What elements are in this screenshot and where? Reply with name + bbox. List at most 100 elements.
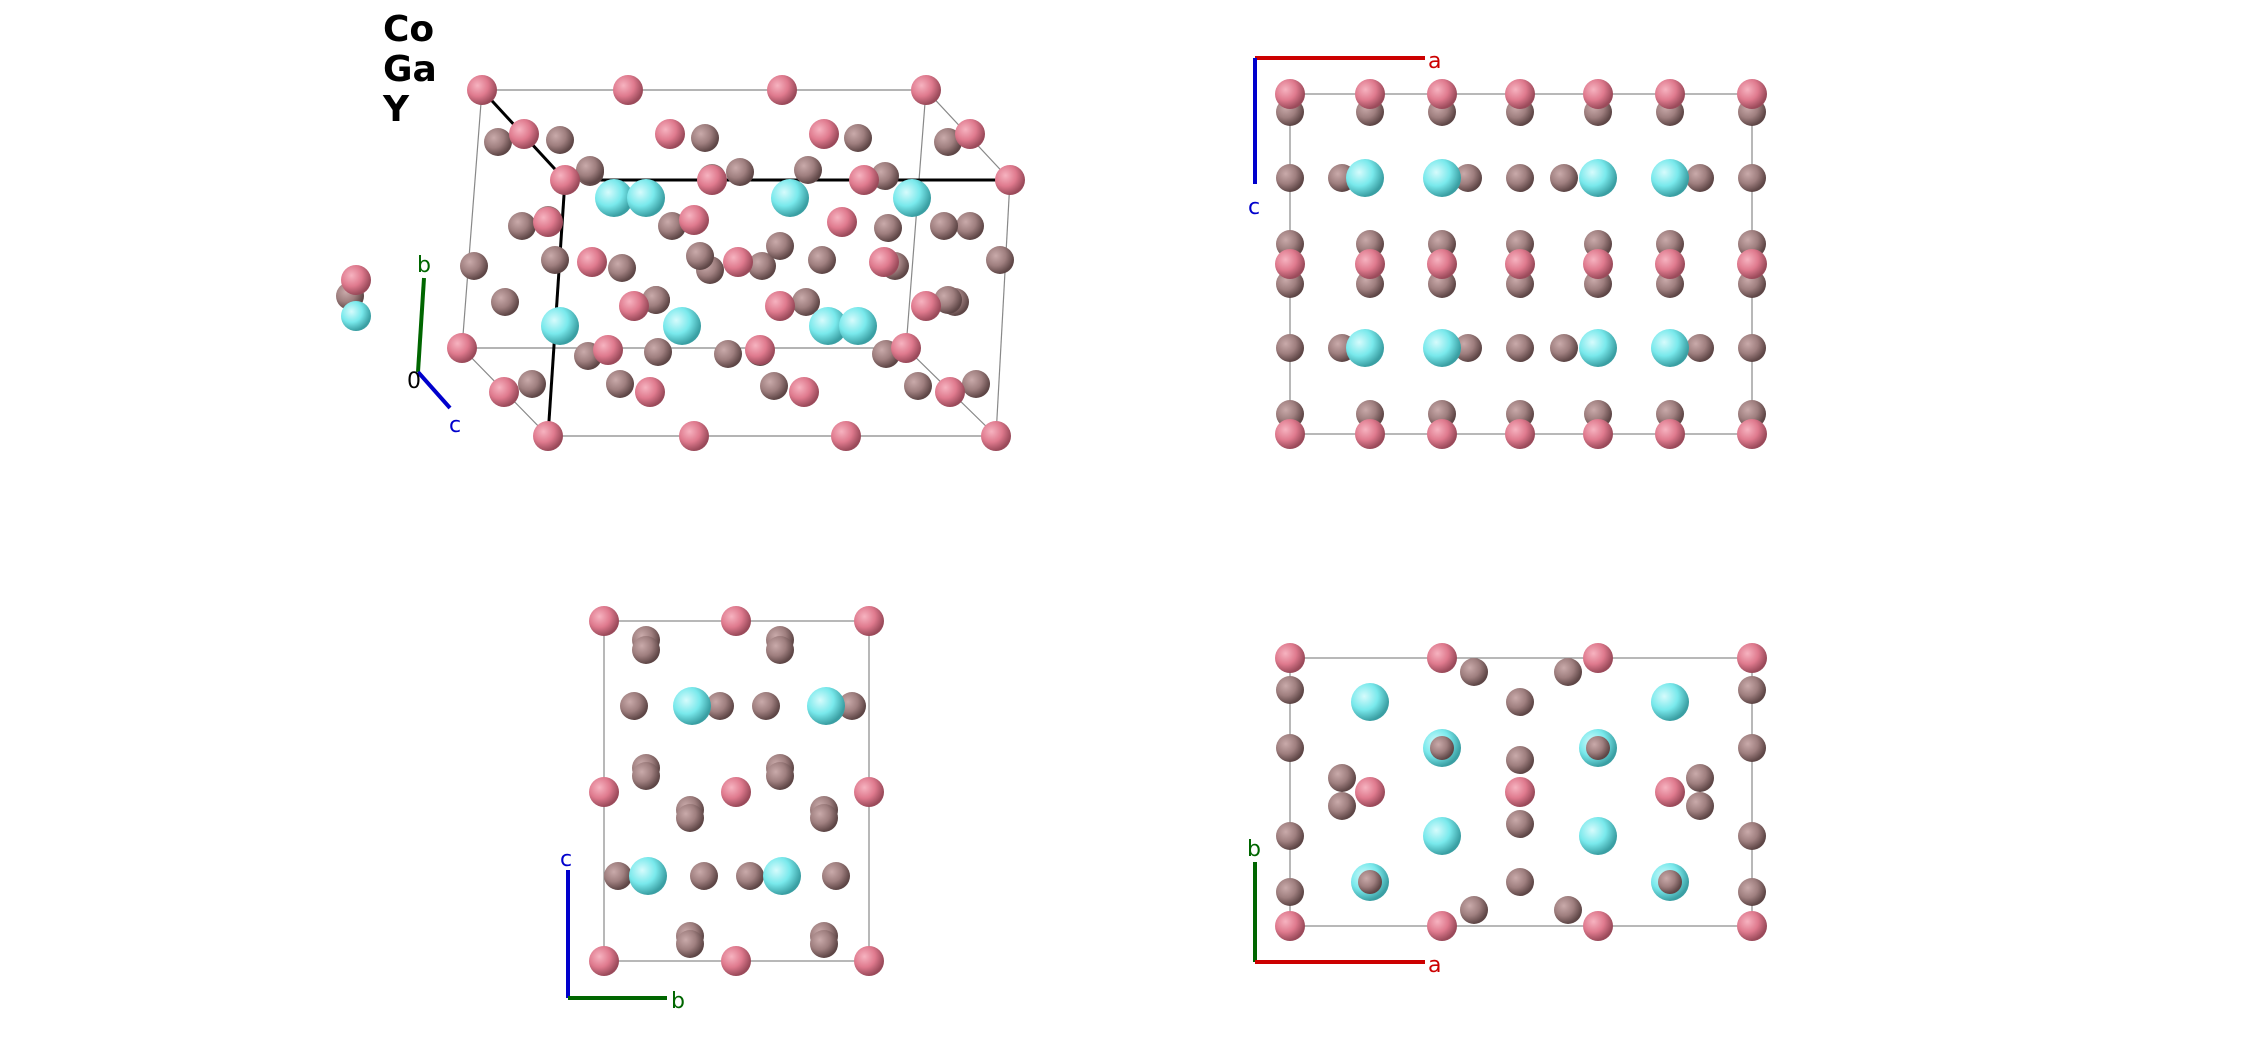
atoms-view-a [589,606,884,976]
atom-y [1579,159,1617,197]
axis-label-origin: 0 [407,369,421,394]
atom-ga [714,340,742,368]
atom-co [1427,911,1457,941]
atom-co [1355,249,1385,279]
atom-co [1275,79,1305,109]
atom-ga [726,158,754,186]
perspective-view: b c 0 [336,75,1025,451]
atom-co [1275,643,1305,673]
atom-ga [1550,334,1578,362]
atom-co [635,377,665,407]
atom-co [1737,419,1767,449]
atom-co [767,75,797,105]
atom-ga [604,862,632,890]
atom-y [341,301,371,331]
atom-ga [838,692,866,720]
atom-ga [822,862,850,890]
atom-y [1579,817,1617,855]
atom-ga [1550,164,1578,192]
atom-ga [541,246,569,274]
atom-co [1655,249,1685,279]
atom-co [721,606,751,636]
legend-ga: Ga [383,49,437,90]
atom-co [1275,249,1305,279]
atom-co [1427,419,1457,449]
axis-triad-view-c: b a [1247,837,1441,978]
atom-ga [934,286,962,314]
atom-co [1505,419,1535,449]
axis-label-c: c [560,847,572,872]
atom-y [1346,159,1384,197]
atom-ga [1738,334,1766,362]
atom-ga [874,214,902,242]
atom-ga [676,930,704,958]
atom-ga [1506,688,1534,716]
atom-ga [766,762,794,790]
atom-ga [1276,734,1304,762]
atom-ga [1686,792,1714,820]
atom-ga [736,862,764,890]
atom-ga [546,126,574,154]
atom-ga [1738,676,1766,704]
atom-ga [691,124,719,152]
atom-ga [644,338,672,366]
atom-co [679,205,709,235]
atom-y [1651,683,1689,721]
atom-co [849,165,879,195]
atom-ga [1554,896,1582,924]
atom-co [721,946,751,976]
atom-co [1355,79,1385,109]
atom-co [509,119,539,149]
atom-co [679,421,709,451]
atom-ga [1454,164,1482,192]
atom-co [809,119,839,149]
atom-co [593,335,623,365]
atom-co [1655,419,1685,449]
atom-co [1355,419,1385,449]
atom-co [1655,777,1685,807]
atom-ga [518,370,546,398]
atom-co [655,119,685,149]
atom-ga [508,212,536,240]
view-along-a: c b [560,606,884,1014]
atom-y [595,179,633,217]
atom-co [789,377,819,407]
view-along-b: a c [1248,49,1767,449]
atom-ga [460,252,488,280]
atom-y [1651,159,1689,197]
atom-co [619,291,649,321]
atom-co [827,207,857,237]
atom-ga [808,246,836,274]
atom-ga [491,288,519,316]
atom-ga [1506,810,1534,838]
atom-y [771,179,809,217]
atom-ga [748,252,776,280]
atom-y [1346,329,1384,367]
atom-co [1737,249,1767,279]
atom-ga [620,692,648,720]
atom-ga [962,370,990,398]
atom-ga [1738,734,1766,762]
atom-co [489,377,519,407]
atom-co [981,421,1011,451]
atom-ga [1328,792,1356,820]
axis-triad-perspective: b c 0 [407,253,461,438]
atom-ga [686,242,714,270]
atom-ga [642,286,670,314]
atom-co [911,291,941,321]
atom-ga [956,212,984,240]
atom-co [1737,79,1767,109]
atom-ga [484,128,512,156]
atom-ga [986,246,1014,274]
atom-ga [1276,676,1304,704]
atom-co [995,165,1025,195]
atom-ga [1276,822,1304,850]
atom-co [550,165,580,195]
axis-label-c: c [449,413,461,438]
atom-y [629,857,667,895]
atom-y [807,687,845,725]
atom-ga [844,124,872,152]
atom-co [955,119,985,149]
atom-ga [1276,164,1304,192]
